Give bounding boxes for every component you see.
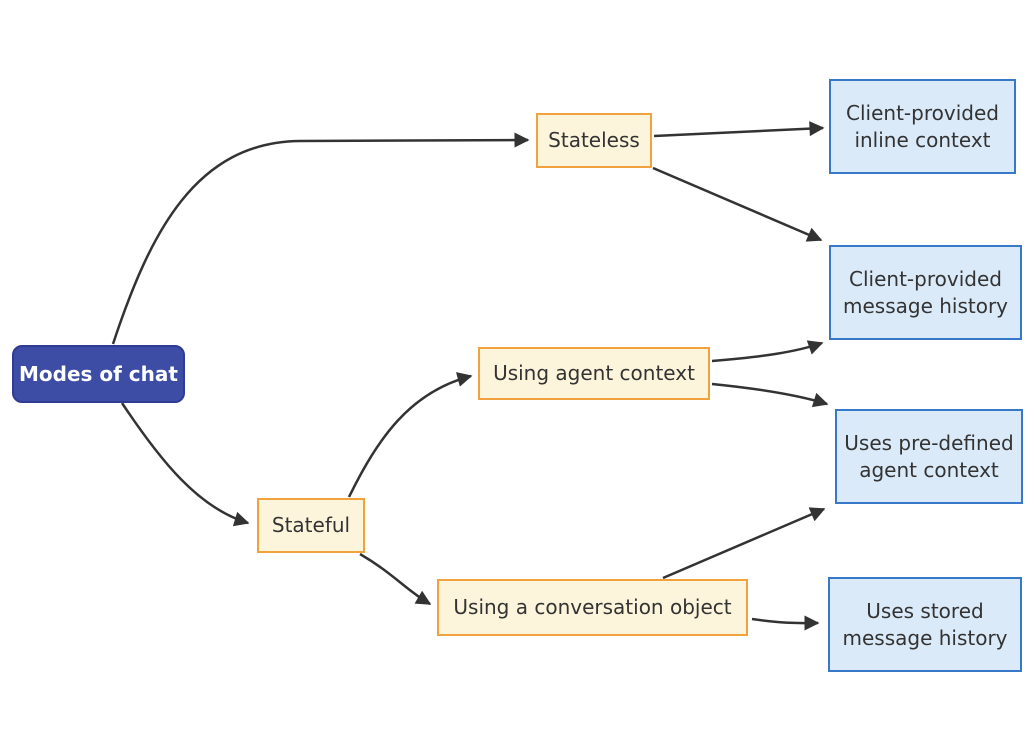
edge-stateless-to-message-history [652, 166, 823, 242]
edge-agent-context-to-predefined [711, 382, 829, 408]
node-client-provided-inline-context: Client-provided inline context [829, 79, 1016, 174]
edge-root-to-stateless [111, 132, 530, 345]
edge-stateful-to-agent-context [347, 372, 473, 498]
node-stateless: Stateless [536, 113, 652, 168]
node-stateful: Stateful [257, 498, 365, 553]
node-using-a-conversation-object: Using a conversation object [437, 579, 748, 636]
edge-conversation-to-predefined [662, 507, 826, 580]
node-uses-pre-defined-agent-context: Uses pre-defined agent context [835, 409, 1023, 504]
edge-agent-context-to-message-history [711, 340, 824, 363]
edge-root-to-stateful [120, 402, 250, 527]
node-modes-of-chat: Modes of chat [12, 345, 185, 403]
node-client-provided-message-history: Client-provided message history [829, 245, 1022, 340]
node-using-agent-context: Using agent context [478, 347, 710, 400]
edge-conversation-to-stored-history [751, 615, 820, 631]
node-uses-stored-message-history: Uses stored message history [828, 577, 1022, 672]
edge-stateless-to-inline-context [653, 121, 825, 138]
edge-stateful-to-conversation [359, 552, 432, 606]
